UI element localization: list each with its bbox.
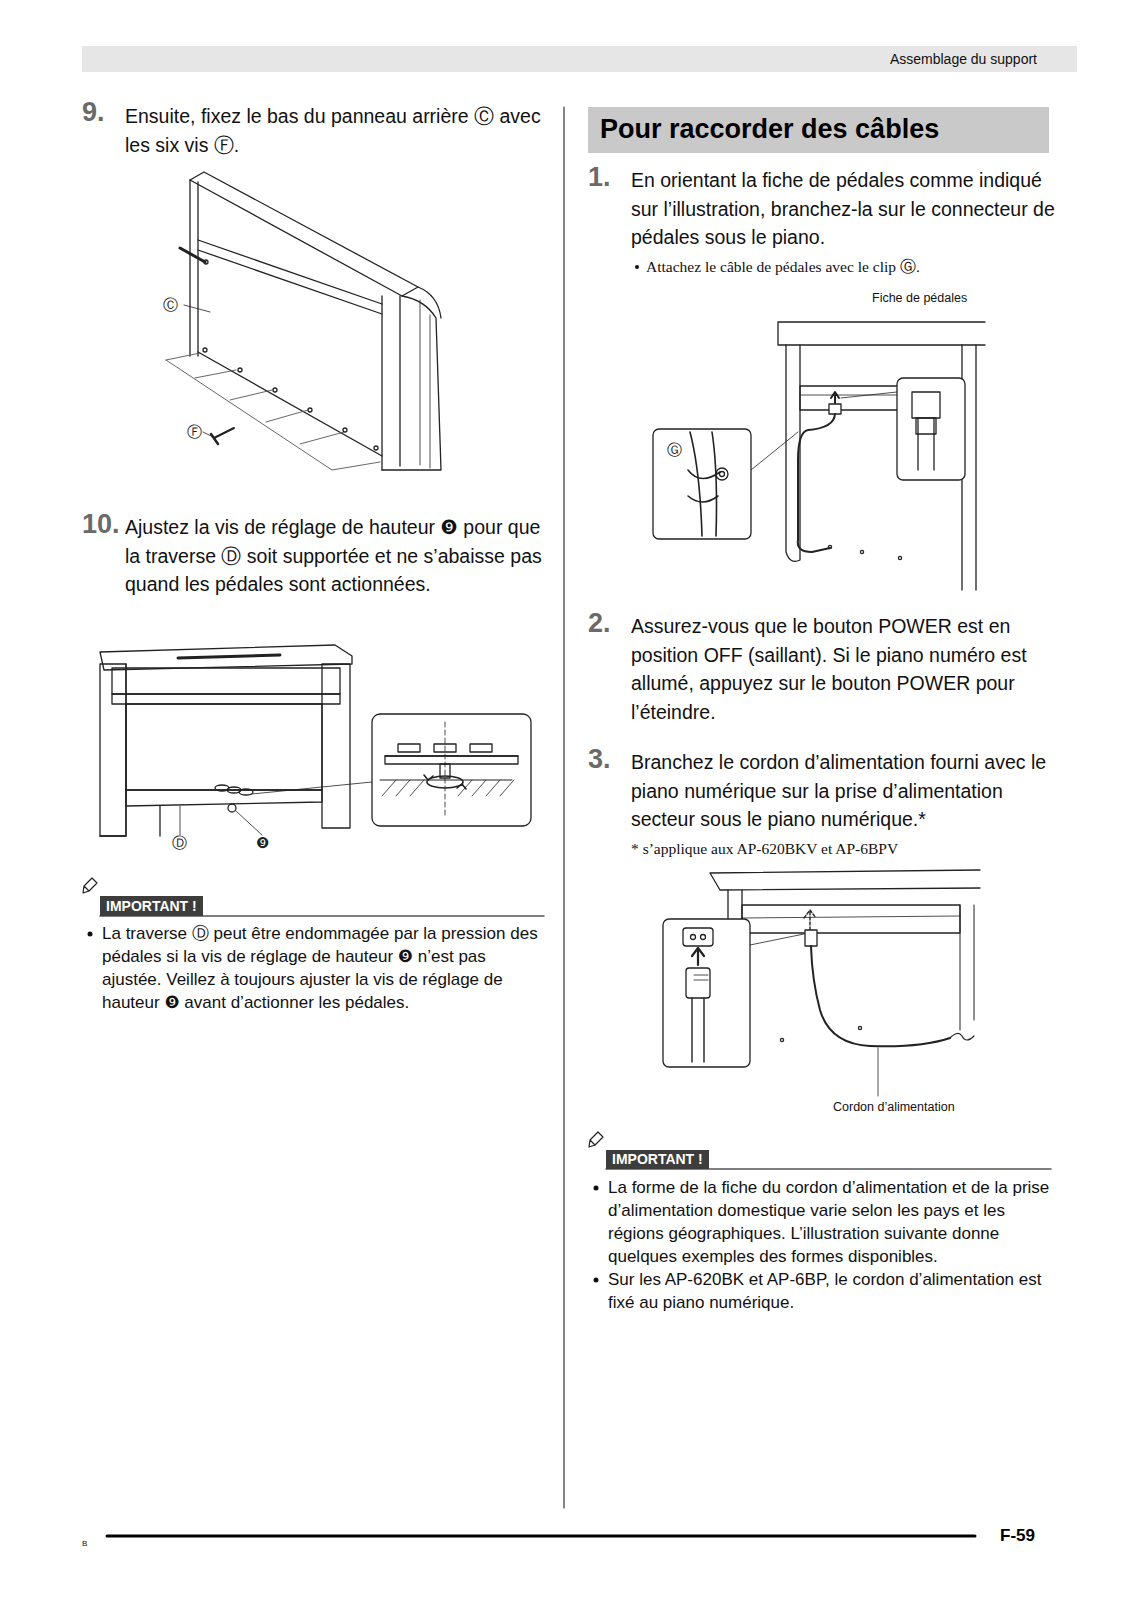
instruction-text: Ajustez la vis de réglage de hauteur ❾ p… (125, 513, 545, 599)
section-heading-text: Pour raccorder des câbles (600, 114, 939, 145)
part-label: Cordon d’alimentation (833, 1100, 955, 1115)
part-label: Fiche de pédales (872, 291, 967, 306)
step-number: 9. (82, 97, 105, 127)
power-cord-illustration (663, 870, 980, 1096)
important-note: La traverse Ⓓ peut être endommagée par l… (102, 922, 542, 1014)
sub-note: * s’applique aux AP-620BKV et AP-6BPV (631, 839, 1051, 859)
step-number: 3. (588, 744, 611, 774)
page-code: B (82, 1539, 87, 1549)
header-band: Assemblage du support (82, 46, 1077, 72)
instruction-text: Branchez le cordon d’alimentation fourni… (631, 748, 1061, 834)
step-number: 1. (588, 162, 611, 192)
important-note: La forme de la fiche du cordon d’aliment… (608, 1176, 1051, 1268)
footer-rule (107, 1535, 975, 1538)
back-panel-illustration (166, 172, 441, 470)
important-decor (83, 265, 1051, 1283)
instruction-text: Ensuite, fixez le bas du panneau arrière… (125, 102, 545, 159)
callout-letter: ❾ (256, 834, 269, 852)
instruction-text: Assurez-vous que le bouton POWER est en … (631, 612, 1061, 726)
callout-letter: Ⓕ (187, 423, 202, 441)
instruction-text: En orientant la fiche de pédales comme i… (631, 166, 1061, 252)
important-tab-text: IMPORTANT ! (612, 1151, 703, 1167)
front-view-illustration (100, 645, 531, 836)
header-band-text: Assemblage du support (890, 51, 1037, 67)
callout-letter: Ⓖ (667, 441, 682, 459)
important-note: Sur les AP-620BK et AP-6BP, le cordon d’… (608, 1268, 1051, 1314)
column-divider (563, 107, 564, 1508)
step-number: 2. (588, 608, 611, 638)
page-number: F-59 (1000, 1526, 1035, 1546)
callout-letter: Ⓒ (163, 296, 178, 314)
important-tab-text: IMPORTANT ! (106, 898, 197, 914)
pedal-plug-illustration (653, 322, 985, 590)
sub-note: Attachez le câble de pédales avec le cli… (646, 257, 1056, 277)
important-tab: IMPORTANT ! (100, 896, 203, 916)
header-band (82, 46, 1077, 72)
section-heading: Pour raccorder des câbles (588, 107, 1049, 153)
step-number: 10. (82, 509, 120, 539)
important-tab: IMPORTANT ! (606, 1150, 709, 1169)
callout-letter: Ⓓ (172, 834, 187, 852)
